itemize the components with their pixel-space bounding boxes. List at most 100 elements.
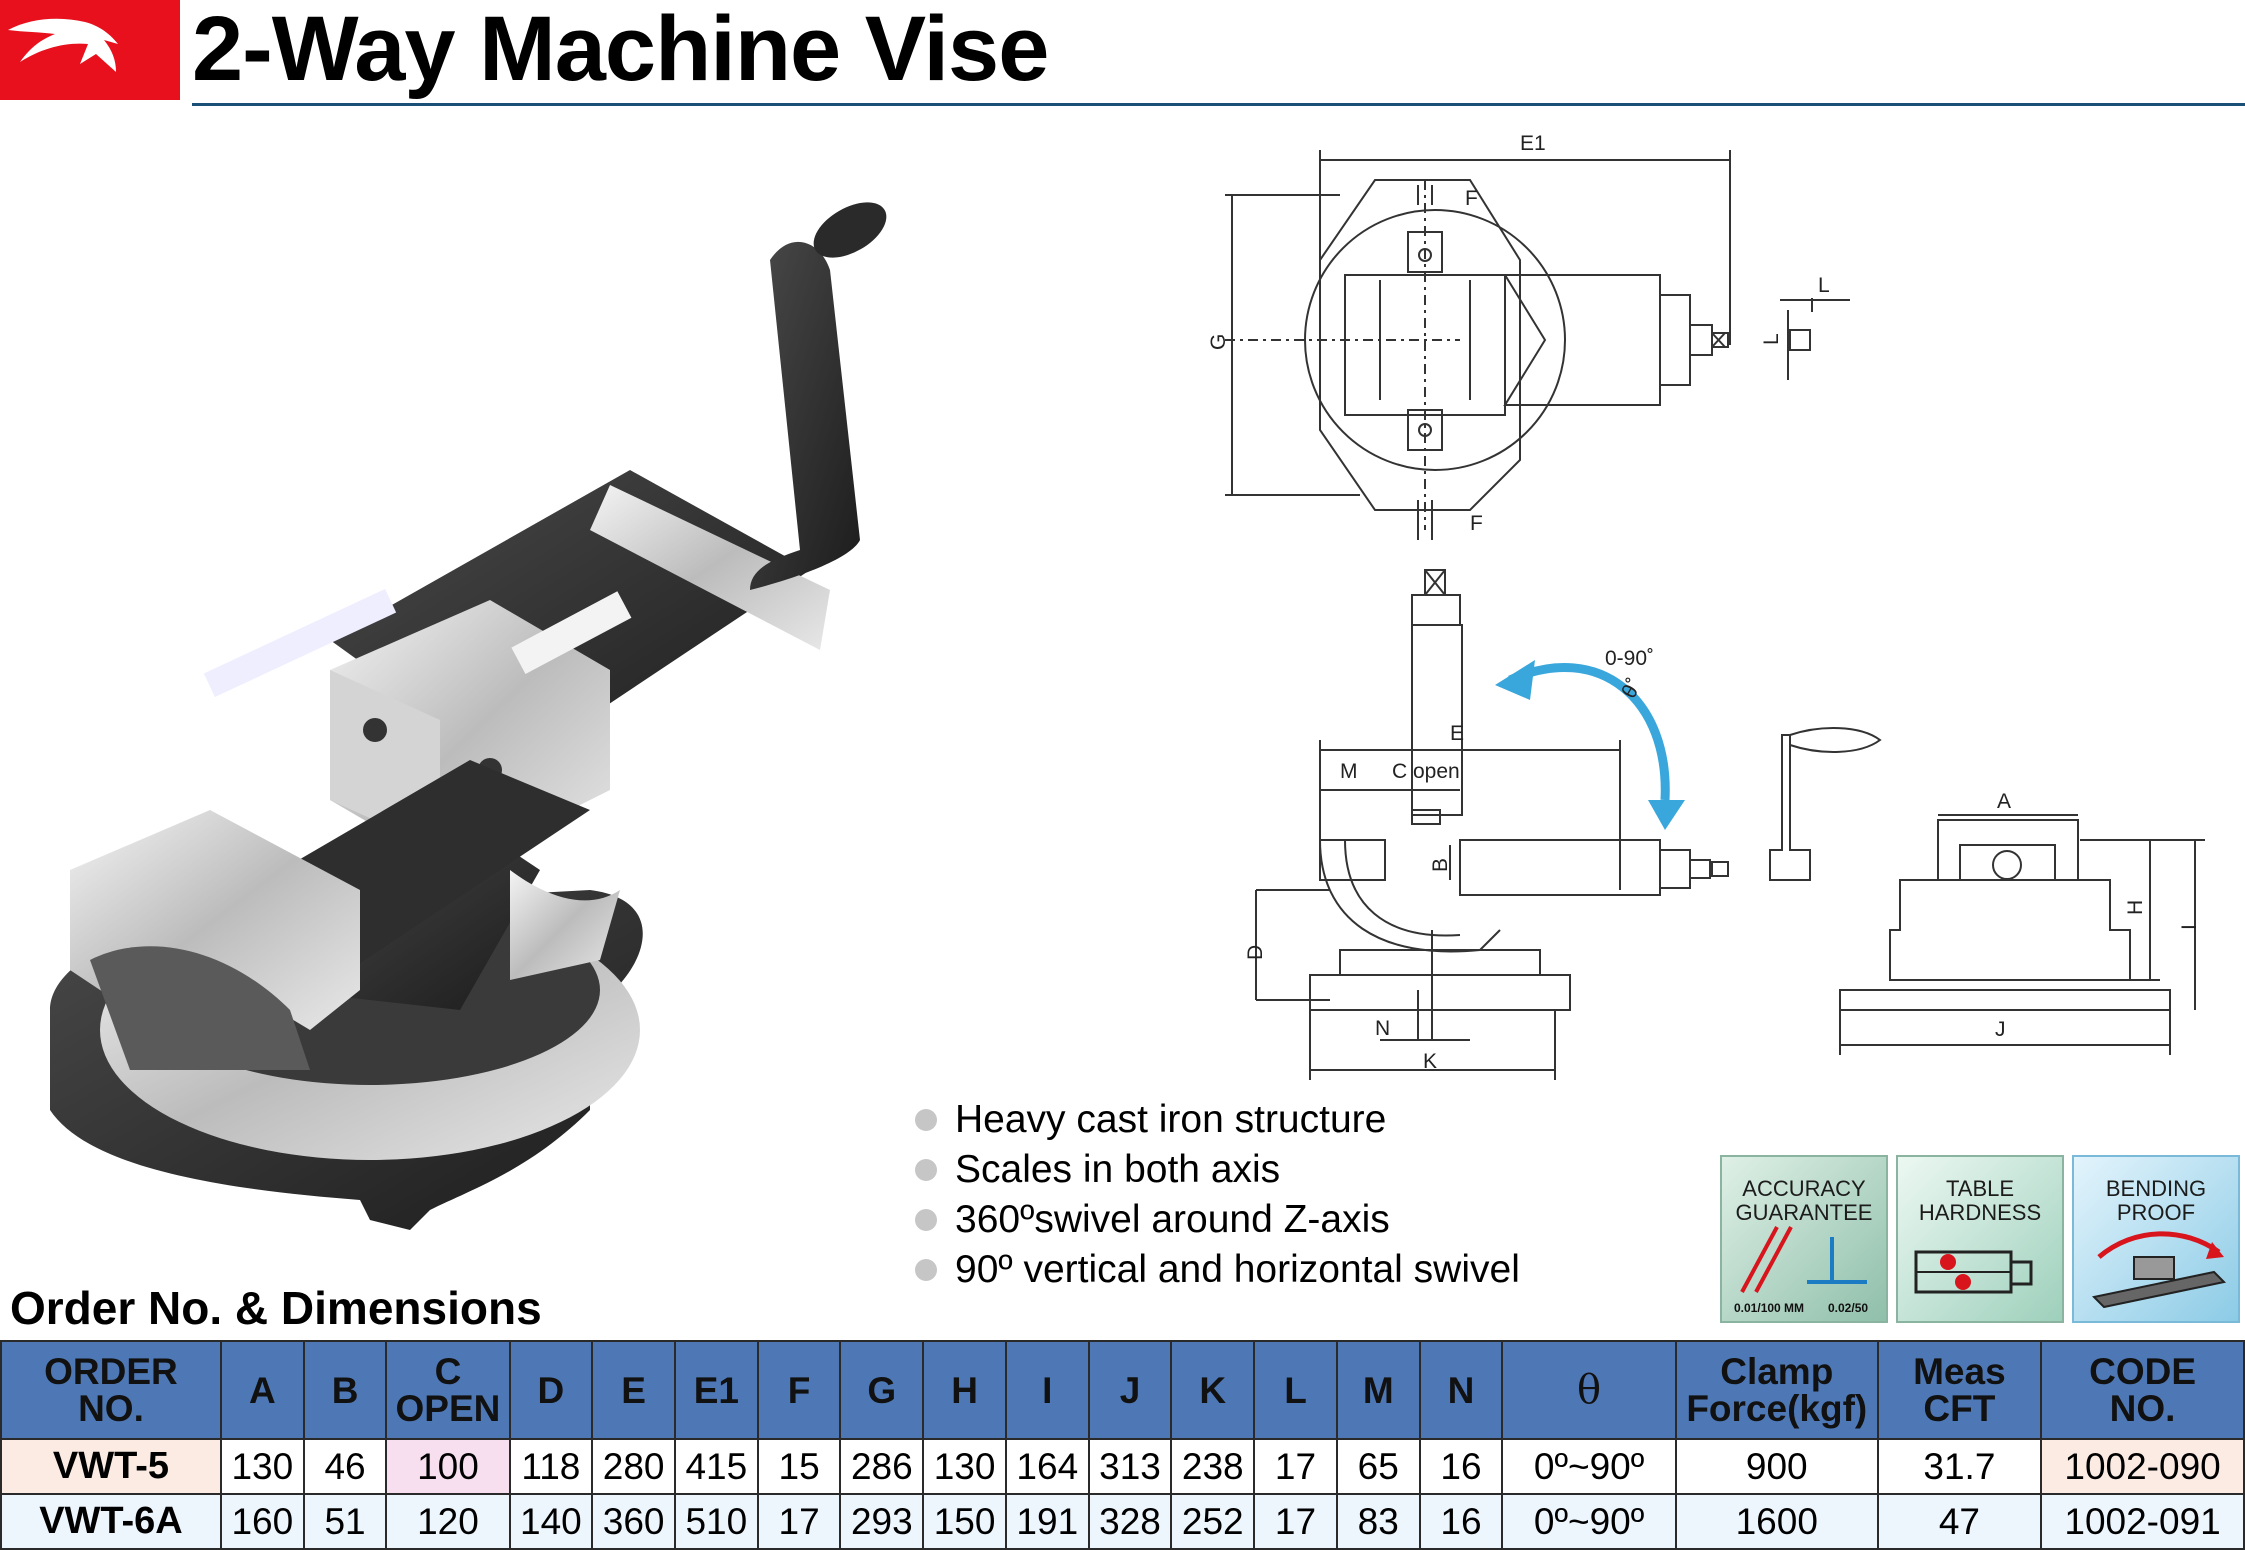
badge-line: BENDING	[2105, 1176, 2207, 1201]
feature-text: Heavy cast iron structure	[955, 1098, 1387, 1141]
column-header: K	[1170, 1340, 1256, 1440]
table-cell: 510	[673, 1493, 759, 1550]
feature-item: Scales in both axis	[915, 1145, 1520, 1195]
column-header: N	[1418, 1340, 1504, 1440]
dim-label-n: N	[1375, 1017, 1390, 1040]
order-table-heading: Order No. & Dimensions	[10, 1282, 542, 1334]
table-cell: 900	[1674, 1438, 1879, 1495]
column-header: I	[1004, 1340, 1090, 1440]
badge-line: GUARANTEE	[1735, 1200, 1873, 1225]
order-no-cell: VWT-5	[0, 1438, 222, 1495]
table-cell: 164	[1004, 1438, 1090, 1495]
table-cell: 16	[1418, 1438, 1504, 1495]
column-header: L	[1253, 1340, 1338, 1440]
bullet-icon	[915, 1159, 937, 1181]
table-cell: 17	[1253, 1438, 1338, 1495]
table-cell: 286	[839, 1438, 925, 1495]
hardness-icon	[1914, 1250, 2033, 1294]
dim-label-j: J	[1995, 1018, 2006, 1041]
badge-line: HARDNESS	[1918, 1200, 2042, 1225]
table-cell: 46	[302, 1438, 388, 1495]
feature-item: 90º vertical and horizontal swivel	[915, 1245, 1520, 1295]
table-cell: 191	[1004, 1493, 1090, 1550]
table-cell: 1600	[1674, 1493, 1879, 1550]
dim-label-a: A	[1997, 790, 2011, 813]
rotation-arrow	[1508, 662, 1670, 801]
table-cell: 83	[1335, 1493, 1421, 1550]
table-cell: 140	[508, 1493, 594, 1550]
table-cell: 17	[756, 1493, 842, 1550]
column-header: G	[839, 1340, 925, 1440]
table-cell: 0º~90º	[1501, 1438, 1677, 1495]
column-header: A	[219, 1340, 305, 1440]
table-cell: 118	[508, 1438, 594, 1495]
table-cell: 130	[922, 1438, 1007, 1495]
table-cell: 47	[1876, 1493, 2043, 1550]
column-header: M	[1335, 1340, 1421, 1440]
bullet-icon	[915, 1109, 937, 1131]
feature-text: 90º vertical and horizontal swivel	[955, 1248, 1520, 1291]
dim-label-g: G	[1207, 334, 1230, 350]
table-cell: 238	[1170, 1438, 1256, 1495]
theta-label: θ˚	[1617, 675, 1646, 703]
column-header: D	[508, 1340, 594, 1440]
accuracy-spec-1: 0.01/100 MM	[1734, 1301, 1804, 1315]
column-header: B	[302, 1340, 388, 1440]
column-header: θ	[1501, 1340, 1677, 1440]
order-no-cell: VWT-6A	[0, 1493, 222, 1550]
code-no-cell: 1002-090	[2040, 1438, 2245, 1495]
table-cell: 16	[1418, 1493, 1504, 1550]
accuracy-spec-2: 0.02/50	[1828, 1301, 1868, 1315]
dim-label-k: K	[1423, 1050, 1437, 1073]
table-cell: 120	[385, 1493, 511, 1550]
dim-label-h: H	[2124, 900, 2147, 915]
table-cell: 51	[302, 1493, 388, 1550]
column-header: E1	[673, 1340, 759, 1440]
dim-label-l-vertical: L	[1760, 333, 1783, 345]
dim-label-i: I	[2178, 924, 2201, 930]
table-cell: 328	[1087, 1493, 1173, 1550]
badge-line: PROOF	[2116, 1200, 2196, 1225]
table-row: VWT-5 130 46 100 118 280 415 15 286 130 …	[0, 1438, 2245, 1495]
dim-label-c-open: C open	[1392, 760, 1460, 783]
dim-label-b: B	[1429, 858, 1452, 872]
title-underline	[192, 103, 2245, 106]
brand-logo	[0, 0, 180, 100]
dim-label-d: D	[1244, 945, 1267, 960]
bullet-icon	[915, 1209, 937, 1231]
feature-item: 360ºswivel around Z-axis	[915, 1195, 1520, 1245]
technical-drawings: E1 F F G L L 0-90˚ θ˚ E M C open B D N K…	[1207, 132, 2205, 1080]
badge-line: ACCURACY	[1742, 1176, 1866, 1201]
table-cell: 15	[756, 1438, 842, 1495]
dim-label-f-top: F	[1465, 187, 1478, 210]
table-cell: 130	[219, 1438, 305, 1495]
table-cell: 280	[591, 1438, 676, 1495]
table-cell: 17	[1253, 1493, 1338, 1550]
feature-text: Scales in both axis	[955, 1148, 1281, 1191]
dim-label-l-horizontal: L	[1818, 274, 1830, 297]
bullet-icon	[915, 1259, 937, 1281]
dim-label-e: E	[1450, 722, 1464, 745]
table-cell: 360	[591, 1493, 676, 1550]
column-header: H	[922, 1340, 1007, 1440]
dim-label-e1: E1	[1520, 132, 1546, 155]
table-cell: 0º~90º	[1501, 1493, 1677, 1550]
bending-icon	[2091, 1231, 2227, 1309]
column-header: F	[756, 1340, 842, 1440]
table-cell: 31.7	[1876, 1438, 2043, 1495]
table-cell: 160	[219, 1493, 305, 1550]
feature-text: 360ºswivel around Z-axis	[955, 1198, 1390, 1241]
table-cell: 293	[839, 1493, 925, 1550]
table-cell: 65	[1335, 1438, 1421, 1495]
feature-list: Heavy cast iron structure Scales in both…	[915, 1095, 1520, 1295]
table-cell: 100	[385, 1438, 511, 1495]
